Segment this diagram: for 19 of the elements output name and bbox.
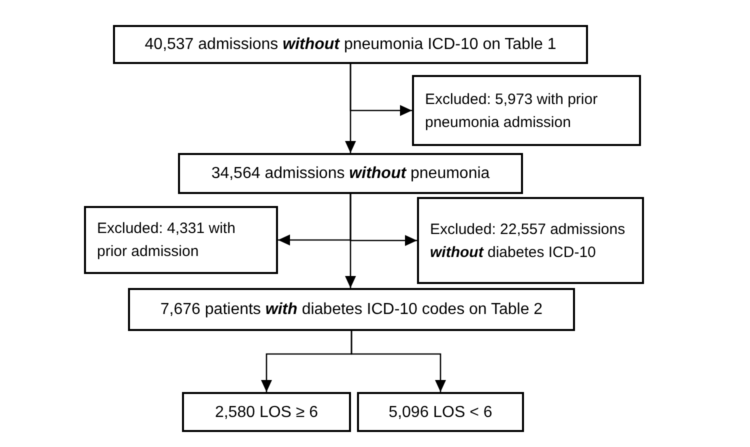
count-text: 40,537 admissions without pneumonia ICD-10 on Table 1 [144,35,556,55]
count-text: 7,676 patients with diabetes ICD-10 codes on Table 2 [160,300,543,320]
arrow [350,64,412,116]
exclusion-text: Excluded: 4,331 with prior admission [97,219,236,262]
arrow [350,194,417,246]
process-box [357,392,524,432]
exclusion-box [417,197,644,284]
exclusion-box [412,75,641,146]
count-text: 2,580 LOS ≥ 6 [214,402,318,422]
count-text: 34,564 admissions without pneumonia [211,164,490,184]
process-box [128,288,575,331]
exclusion-box [84,206,278,274]
exclusion-text: Excluded: 5,973 with prior pneumonia admission [425,90,599,132]
process-box [178,153,523,194]
process-box [113,25,588,64]
exclusion-text: Excluded: 22,557 admissions without diabetes ICD-10 [430,220,626,262]
arrow [350,331,446,392]
count-text: 5,096 LOS < 6 [388,402,492,422]
process-box [182,392,351,432]
